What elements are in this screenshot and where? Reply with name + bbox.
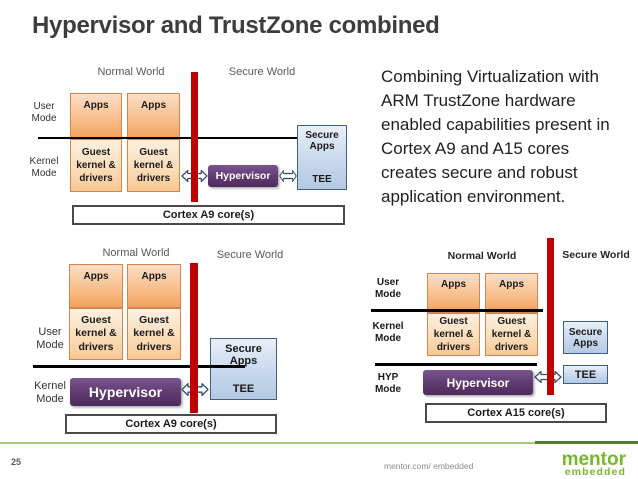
slide-title: Hypervisor and TrustZone combined [32, 12, 440, 39]
mode-divider-line [371, 309, 543, 312]
user-mode-label: User Mode [31, 101, 57, 124]
guest-kernel-box: Guest kernel & drivers [485, 313, 538, 356]
cortex-core-box: Cortex A9 core(s) [65, 414, 277, 434]
logo-embedded-text: embedded [564, 466, 626, 478]
secure-apps-tee-box: Secure Apps TEE [297, 125, 347, 190]
world-divider-bar [191, 72, 198, 202]
page-number: 25 [11, 457, 22, 467]
secure-apps-label: Secure Apps [568, 326, 603, 349]
apps-box: Apps [127, 264, 181, 308]
world-divider-bar [190, 263, 198, 413]
normal-world-label: Normal World [97, 66, 165, 78]
guest-kernel-box: Guest kernel & drivers [69, 308, 123, 360]
user-mode-label: User Mode [374, 277, 402, 300]
footer-divider-dark [535, 441, 638, 444]
apps-box: Apps [427, 273, 480, 313]
mentor-embedded-logo: mentor embedded [562, 450, 626, 478]
kernel-mode-label: Kernel Mode [29, 156, 59, 179]
mode-divider-line [33, 365, 245, 368]
cortex-core-box: Cortex A9 core(s) [72, 205, 345, 225]
normal-world-label: Normal World [102, 247, 170, 259]
footer-site-url: mentor.com/ embedded [384, 461, 474, 471]
tee-label: TEE [312, 174, 332, 185]
hypervisor-box: Hypervisor [70, 378, 181, 406]
mode-divider-line [375, 363, 537, 366]
secure-world-label: Secure World [216, 249, 284, 261]
guest-kernel-box: Guest kernel & drivers [427, 313, 480, 356]
secure-world-label: Secure World [228, 66, 296, 78]
mode-divider-line [38, 137, 297, 139]
tee-label: TEE [232, 383, 255, 395]
kernel-mode-label: Kernel Mode [34, 380, 66, 405]
description-text: Combining Virtualization with ARM TrustZ… [381, 67, 610, 206]
hypervisor-box: Hypervisor [423, 370, 533, 395]
cortex-core-box: Cortex A15 core(s) [425, 403, 607, 423]
guest-kernel-box: Guest kernel & drivers [127, 308, 181, 360]
secure-apps-tee-box: Secure Apps TEE [210, 338, 277, 400]
world-divider-bar [547, 238, 554, 395]
guest-kernel-box: Guest kernel & drivers [127, 139, 180, 192]
guest-kernel-box: Guest kernel & drivers [70, 139, 122, 192]
secure-world-label: Secure World [562, 249, 630, 261]
hypervisor-box: Hypervisor [208, 165, 278, 187]
kernel-mode-label: Kernel Mode [372, 321, 404, 344]
secure-apps-box: Secure Apps [563, 321, 608, 354]
double-arrow-icon [279, 169, 297, 183]
tee-label: TEE [574, 368, 597, 381]
apps-box: Apps [127, 93, 180, 139]
normal-world-label: Normal World [447, 250, 517, 262]
footer-divider-light [0, 442, 535, 444]
apps-box: Apps [69, 264, 123, 308]
user-mode-label: User Mode [36, 326, 64, 351]
apps-box: Apps [70, 93, 122, 139]
hyp-mode-label: HYP Mode [374, 372, 402, 395]
tee-box: TEE [563, 365, 608, 384]
secure-apps-label: Secure Apps [225, 343, 262, 367]
apps-box: Apps [485, 273, 538, 313]
secure-apps-label: Secure Apps [305, 130, 339, 152]
logo-mentor-text: mentor [561, 449, 626, 470]
